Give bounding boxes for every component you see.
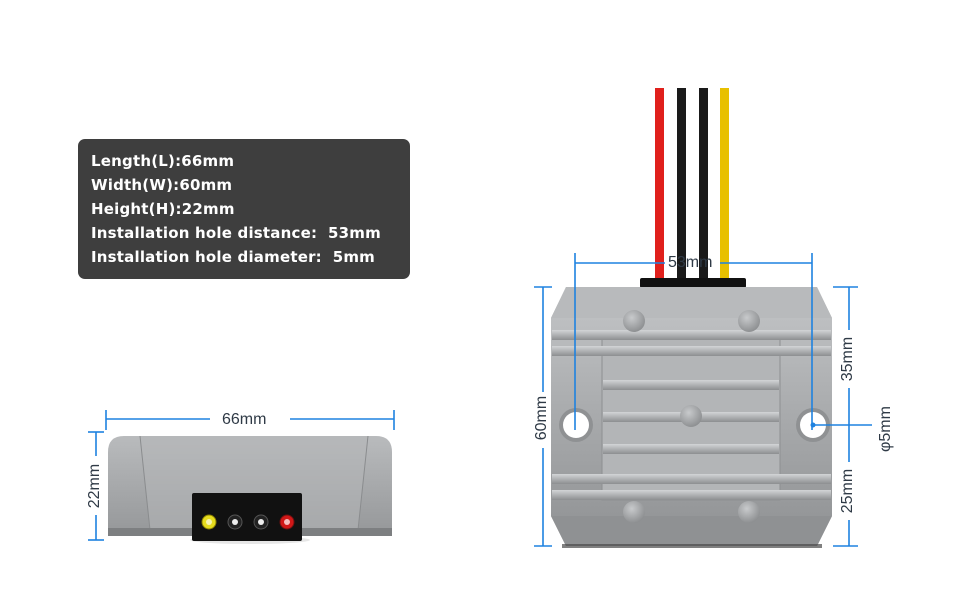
mounting-hole-left [563, 412, 589, 438]
screw-icon [623, 310, 645, 332]
spec-panel: Length(L):66mm Width(W):60mm Height(H):2… [78, 139, 410, 279]
side-dimension-lines [88, 410, 395, 541]
side-height-label: 22mm [86, 463, 103, 509]
hole-diameter-label: φ5mm [877, 406, 894, 452]
front-view [551, 88, 832, 548]
screw-icon [680, 405, 702, 427]
upper-offset-label: 35mm [839, 336, 856, 382]
front-width-label: 60mm [533, 395, 550, 441]
screw-icon [738, 501, 760, 523]
spec-length: Length(L):66mm [91, 152, 235, 170]
black-wire [677, 88, 686, 284]
hole-distance-label: 53mm [668, 254, 713, 271]
spec-hole-diameter: Installation hole diameter: 5mm [91, 248, 376, 266]
yellow-wire [720, 88, 729, 284]
screw-icon [623, 501, 645, 523]
spec-height: Height(H):22mm [91, 200, 235, 218]
black-wire-2 [699, 88, 708, 284]
spec-hole-distance: Installation hole distance: 53mm [91, 224, 381, 242]
lower-offset-label: 25mm [839, 468, 856, 514]
spec-width: Width(W):60mm [91, 176, 233, 194]
red-wire [655, 88, 664, 284]
screw-icon [738, 310, 760, 332]
front-dimension-lines [534, 253, 872, 547]
terminal-block [192, 493, 302, 541]
side-length-label: 66mm [222, 411, 267, 428]
side-view [108, 435, 392, 544]
